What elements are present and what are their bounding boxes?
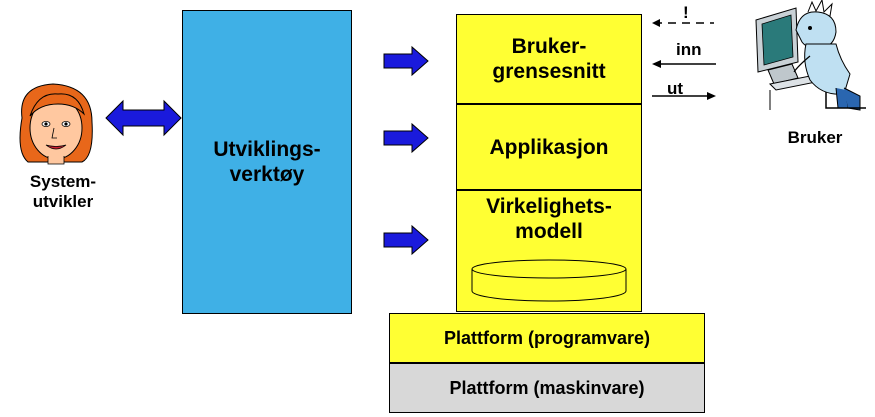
developer-label-line2: utvikler [32,192,94,211]
development-tools-line1: Utviklings- [213,138,321,161]
output-label: ut [667,79,684,98]
arrow-to-ui [383,45,429,77]
platform-software-box: Plattform (programvare) [389,313,705,363]
arrow-to-model [383,224,429,256]
user-at-computer-illustration [755,0,866,111]
alert-label: ! [683,3,689,22]
development-tools-box: Utviklings- verktøy [182,10,352,314]
double-arrow [105,99,182,137]
developer-label: System- utvikler [4,172,122,212]
alert-dashed-arrow [652,19,714,27]
platform-software-label: Plattform (programvare) [443,328,651,348]
application-box: Applikasjon [456,104,642,190]
reality-model-line1: Virkelighets- [486,195,612,218]
platform-hardware-label: Plattform (maskinvare) [449,378,645,398]
application-label: Applikasjon [489,135,609,159]
developer-illustration [19,83,93,165]
output-arrow [652,92,716,100]
input-label: inn [676,40,702,59]
reality-model-line2: modell [515,220,583,243]
user-label: Bruker [787,128,843,147]
user-interface-box: Bruker- grensesnitt [456,14,642,104]
development-tools-line2: verktøy [229,163,305,186]
input-arrow [652,60,716,68]
user-interface-line1: Bruker- [511,35,587,58]
database-cylinder-icon [471,259,627,302]
developer-label-line1: System- [29,172,97,191]
platform-hardware-box: Plattform (maskinvare) [389,363,705,413]
arrow-to-application [383,122,429,154]
user-interface-line2: grensesnitt [492,60,606,83]
